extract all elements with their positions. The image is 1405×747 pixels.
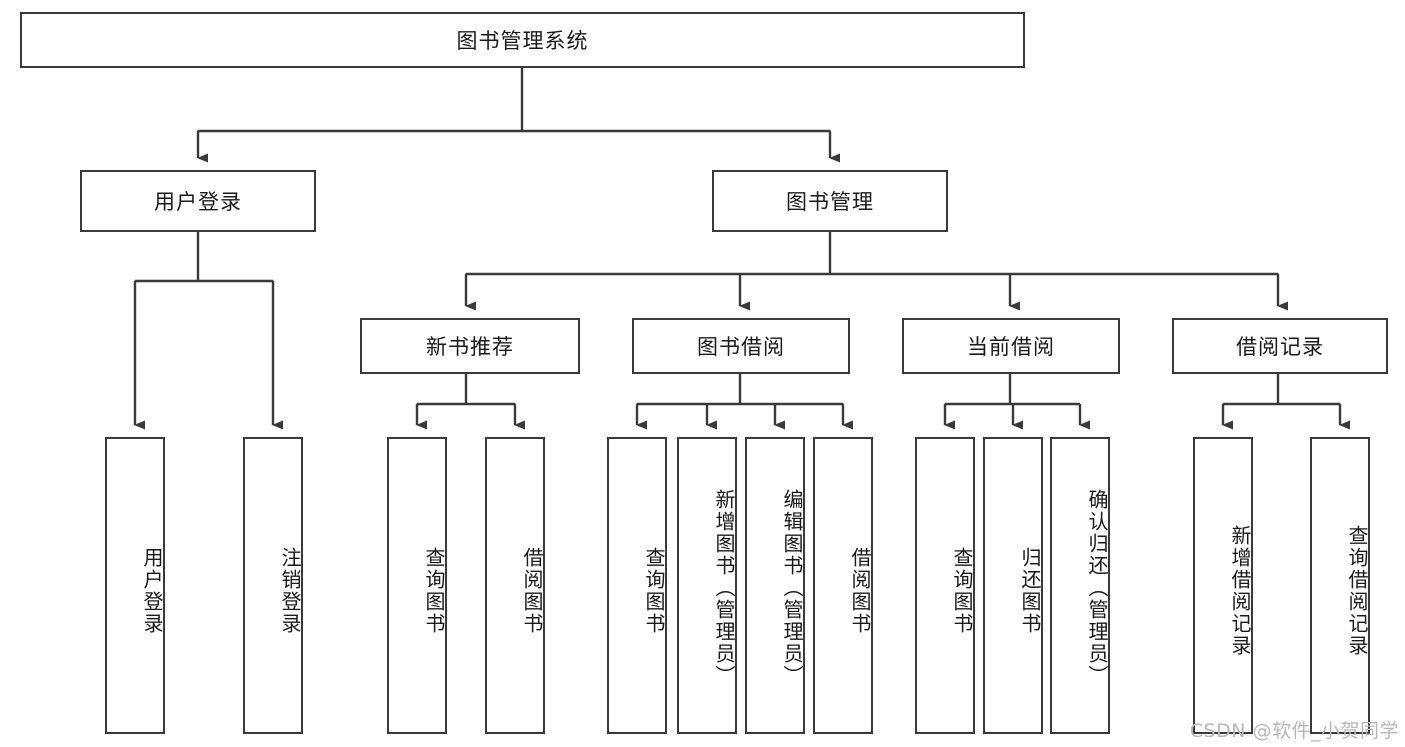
node-new-book-rec[interactable]: 新书推荐 [360, 318, 580, 374]
node-leaf-logout[interactable]: 注销登录 [243, 437, 303, 734]
node-borrow-record[interactable]: 借阅记录 [1172, 318, 1388, 374]
node-leaf-query-record[interactable]: 查询借阅记录 [1310, 437, 1370, 734]
node-leaf-user-login-label: 用户登录 [140, 546, 164, 635]
node-leaf-query-book-2[interactable]: 查询图书 [607, 437, 667, 734]
node-leaf-confirm-return-label: 确认归还（管理员） [1085, 488, 1109, 687]
node-leaf-add-record-label: 新增借阅记录 [1228, 524, 1252, 657]
node-leaf-edit-book[interactable]: 编辑图书（管理员） [745, 437, 805, 734]
node-user-login-label: 用户登录 [154, 190, 242, 214]
node-book-borrow-label: 图书借阅 [697, 335, 785, 359]
node-leaf-return-book[interactable]: 归还图书 [983, 437, 1043, 734]
node-new-book-rec-label: 新书推荐 [426, 335, 514, 359]
node-leaf-borrow-book-1-label: 借阅图书 [520, 546, 544, 635]
node-leaf-logout-label: 注销登录 [278, 546, 302, 635]
node-leaf-borrow-book-2-label: 借阅图书 [848, 546, 872, 635]
node-leaf-add-record[interactable]: 新增借阅记录 [1193, 437, 1253, 734]
node-leaf-query-record-label: 查询借阅记录 [1345, 524, 1369, 657]
node-leaf-confirm-return[interactable]: 确认归还（管理员） [1050, 437, 1110, 734]
node-leaf-edit-book-label: 编辑图书（管理员） [780, 488, 804, 687]
node-leaf-return-book-label: 归还图书 [1018, 546, 1042, 635]
node-leaf-query-book-1-label: 查询图书 [422, 546, 446, 635]
watermark: CSDN @软件_小贺同学 [1189, 720, 1399, 742]
node-leaf-query-book-3[interactable]: 查询图书 [915, 437, 975, 734]
node-leaf-add-book[interactable]: 新增图书（管理员） [677, 437, 737, 734]
node-current-borrow[interactable]: 当前借阅 [902, 318, 1120, 374]
node-root-label: 图书管理系统 [456, 29, 589, 53]
node-book-manage-label: 图书管理 [786, 190, 874, 214]
node-root[interactable]: 图书管理系统 [20, 12, 1025, 68]
node-leaf-user-login[interactable]: 用户登录 [105, 437, 165, 734]
node-leaf-borrow-book-2[interactable]: 借阅图书 [813, 437, 873, 734]
node-book-borrow[interactable]: 图书借阅 [632, 318, 850, 374]
node-book-manage[interactable]: 图书管理 [712, 170, 948, 232]
node-leaf-query-book-3-label: 查询图书 [950, 546, 974, 635]
node-user-login[interactable]: 用户登录 [80, 170, 316, 232]
node-leaf-add-book-label: 新增图书（管理员） [712, 488, 736, 687]
node-leaf-query-book-1[interactable]: 查询图书 [387, 437, 447, 734]
node-leaf-borrow-book-1[interactable]: 借阅图书 [485, 437, 545, 734]
node-borrow-record-label: 借阅记录 [1236, 335, 1324, 359]
node-leaf-query-book-2-label: 查询图书 [642, 546, 666, 635]
node-current-borrow-label: 当前借阅 [967, 335, 1055, 359]
